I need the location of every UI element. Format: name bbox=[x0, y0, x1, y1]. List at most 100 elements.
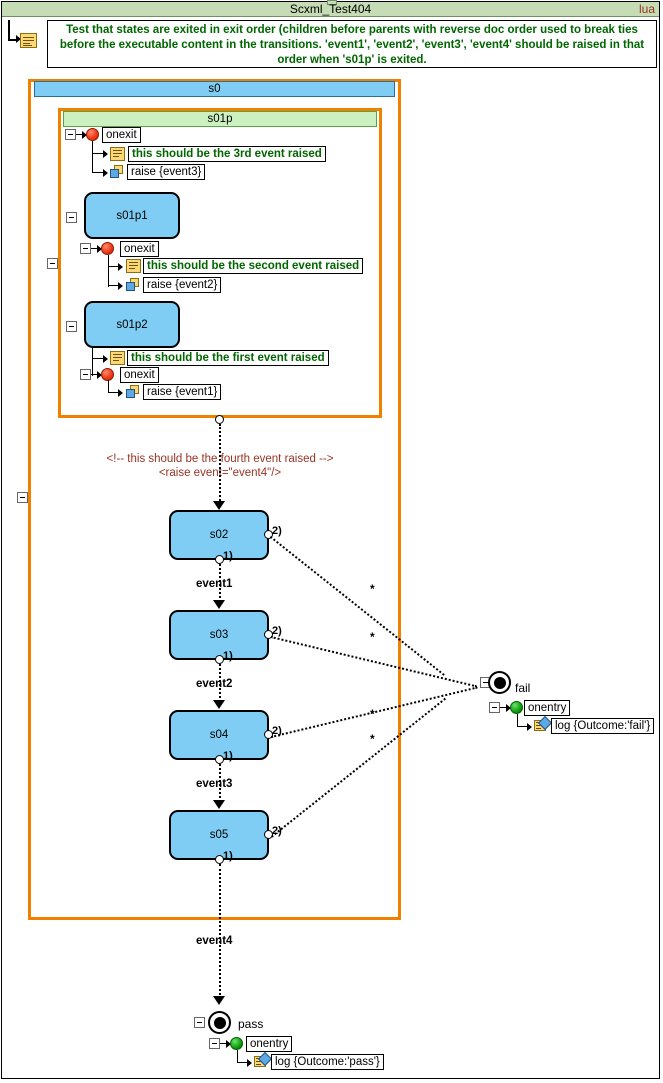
description-connector-vertical bbox=[8, 20, 10, 40]
port-right-label-s02: 2) bbox=[272, 525, 282, 537]
exit-port-s01p[interactable] bbox=[215, 415, 224, 424]
description-text: Test that states are exited in exit orde… bbox=[47, 20, 657, 68]
transition-s03-to-s04 bbox=[219, 664, 221, 702]
raise-icon-s01p2 bbox=[126, 385, 141, 399]
port-bottom-s04[interactable] bbox=[215, 755, 224, 764]
state-label-s02: s02 bbox=[209, 529, 229, 541]
state-s05[interactable]: s05 bbox=[169, 810, 269, 860]
state-header-s01p: s01p bbox=[63, 111, 377, 127]
log-icon-pass bbox=[254, 1051, 273, 1069]
raise-icon-s01p1 bbox=[126, 278, 141, 292]
raise-label-s01p: raise {event3} bbox=[127, 164, 206, 180]
collapse-toggle-fail-onentry[interactable] bbox=[489, 702, 500, 713]
onexit-marker-s01p bbox=[86, 128, 99, 141]
state-s01p2[interactable]: s01p2 bbox=[84, 301, 180, 348]
wildcard-label-s03: * bbox=[370, 630, 375, 644]
onexit-label-s01p2: onexit bbox=[120, 367, 159, 383]
onexit-label-s01p1: onexit bbox=[120, 241, 159, 257]
log-label-pass: log {Outcome:'pass'} bbox=[271, 1054, 384, 1070]
wire-s01p-children-trunk bbox=[92, 141, 93, 173]
transition-arrow-s04 bbox=[213, 700, 225, 709]
wire-arrow-fail-onentry bbox=[506, 704, 511, 712]
raise-label-s01p1: raise {event2} bbox=[143, 277, 222, 293]
wire-fail-action-trunk bbox=[517, 714, 518, 727]
port-bottom-label-s03: 1) bbox=[223, 650, 233, 662]
event-label-event4: event4 bbox=[196, 935, 233, 947]
port-bottom-s02[interactable] bbox=[215, 555, 224, 564]
wildcard-label-s05: * bbox=[370, 732, 375, 746]
collapse-toggle-pass[interactable] bbox=[194, 1017, 205, 1028]
collapse-toggle-s01p1-onexit[interactable] bbox=[80, 243, 91, 254]
wire-s01p-onexit bbox=[76, 134, 84, 135]
transition-s02-to-s03 bbox=[219, 564, 221, 602]
onentry-marker-pass bbox=[230, 1037, 243, 1050]
wire-arrow-s01p-onexit bbox=[82, 131, 87, 139]
event-label-event1: event1 bbox=[196, 578, 233, 590]
collapse-toggle-s01p2[interactable] bbox=[66, 321, 77, 332]
wire-s01p-child1 bbox=[92, 153, 106, 154]
wire-s01p2-trunk bbox=[92, 348, 93, 376]
port-right-s04[interactable] bbox=[264, 730, 273, 739]
collapse-toggle-pass-onentry[interactable] bbox=[209, 1038, 220, 1049]
state-label-s03: s03 bbox=[209, 629, 229, 641]
wire-pass-action-trunk bbox=[237, 1050, 238, 1063]
collapse-toggle-s01p[interactable] bbox=[47, 258, 58, 269]
wildcard-label-s02: * bbox=[370, 582, 375, 596]
port-right-label-s05: 2) bbox=[272, 825, 282, 837]
collapse-toggle-s01p-onexit[interactable] bbox=[65, 129, 76, 140]
raise-icon-s01p bbox=[110, 165, 125, 179]
port-bottom-s03[interactable] bbox=[215, 655, 224, 664]
state-s03[interactable]: s03 bbox=[169, 610, 269, 660]
transition-arrow-pass bbox=[213, 996, 225, 1005]
port-bottom-label-s02: 1) bbox=[223, 550, 233, 562]
wire-arrow-s01p1-onexit bbox=[97, 245, 102, 253]
onentry-label-pass: onentry bbox=[246, 1036, 293, 1052]
final-state-fail[interactable] bbox=[488, 671, 511, 694]
wire-s01p2-comment bbox=[92, 358, 106, 359]
transition-s01p-to-s02 bbox=[219, 424, 221, 504]
wire-s01p1-trunk bbox=[108, 255, 109, 287]
port-right-label-s03: 2) bbox=[272, 625, 282, 637]
collapse-toggle-s0[interactable] bbox=[17, 492, 28, 503]
state-label-s04: s04 bbox=[209, 729, 229, 741]
wire-fail-onentry bbox=[500, 707, 508, 708]
port-bottom-s05[interactable] bbox=[215, 855, 224, 864]
wire-s01p1-child1 bbox=[108, 266, 121, 267]
state-label-s05: s05 bbox=[209, 829, 229, 841]
wire-arrow-s01p1-child1 bbox=[118, 263, 123, 271]
title-bar: Scxml_Test404 lua bbox=[2, 0, 659, 17]
wire-s01p-child2 bbox=[92, 172, 106, 173]
final-state-label-pass: pass bbox=[238, 1017, 264, 1031]
note-icon bbox=[20, 33, 37, 48]
final-state-label-fail: fail bbox=[515, 681, 531, 695]
collapse-toggle-s01p1[interactable] bbox=[66, 212, 77, 223]
port-right-s03[interactable] bbox=[264, 630, 273, 639]
state-s04[interactable]: s04 bbox=[169, 710, 269, 760]
transition-s04-to-s05 bbox=[219, 764, 221, 802]
onentry-marker-fail bbox=[510, 701, 523, 714]
final-state-pass[interactable] bbox=[208, 1011, 231, 1034]
script-language-badge: lua bbox=[638, 2, 655, 16]
page-title: Scxml_Test404 bbox=[289, 2, 372, 16]
wildcard-label-s04: * bbox=[370, 707, 375, 721]
title-bar-nub bbox=[327, 0, 337, 5]
state-s02[interactable]: s02 bbox=[169, 510, 269, 560]
wire-arrow-s01p-child1 bbox=[103, 150, 108, 158]
comment-label-s01p1: this should be the second event raised bbox=[143, 258, 364, 274]
wire-arrow-pass-onentry bbox=[226, 1040, 231, 1048]
description-connector-horizontal bbox=[8, 39, 18, 41]
event-label-event3: event3 bbox=[196, 778, 233, 790]
comment-label-s01p2: this should be the first event raised bbox=[127, 350, 329, 366]
port-right-label-s04: 2) bbox=[272, 725, 282, 737]
port-bottom-label-s05: 1) bbox=[223, 850, 233, 862]
state-header-s0: s0 bbox=[34, 81, 395, 97]
collapse-toggle-s01p2-onexit[interactable] bbox=[80, 369, 91, 380]
wire-arrow-fail-action bbox=[527, 723, 532, 731]
state-label-s01p2: s01p2 bbox=[116, 318, 148, 331]
state-s01p1[interactable]: s01p1 bbox=[84, 192, 180, 239]
wire-fail-action bbox=[517, 726, 529, 727]
port-right-s02[interactable] bbox=[264, 530, 273, 539]
onexit-label-s01p: onexit bbox=[102, 127, 141, 143]
port-right-s05[interactable] bbox=[264, 830, 273, 839]
